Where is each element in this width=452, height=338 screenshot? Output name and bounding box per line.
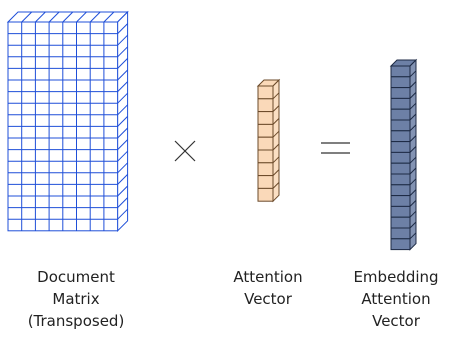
matrix-side-edge <box>117 104 128 116</box>
embedding-vector-cell <box>390 76 411 89</box>
matrix-top-edge <box>21 11 33 23</box>
attention-vector-side-edge <box>272 143 280 151</box>
attention-vector-cell <box>257 149 274 164</box>
attention-vector-cell <box>257 162 274 177</box>
embedding-vector-side-edge <box>409 102 417 110</box>
attention-caption-line-2: Vector <box>244 290 292 308</box>
equals-operator <box>321 142 350 154</box>
attention-vector-cell <box>257 175 274 189</box>
embedding-vector-cell <box>390 216 411 229</box>
matrix-side-edge <box>117 150 128 162</box>
embedding-caption: Embedding Attention Vector <box>344 266 448 332</box>
embedding-vector-cell <box>390 87 411 99</box>
embedding-vector-side-edge <box>409 124 417 132</box>
attention-vector <box>256 78 281 203</box>
matrix-top-edge <box>103 11 115 23</box>
matrix-caption: Document Matrix (Transposed) <box>8 266 144 332</box>
matrix-top-edge <box>89 11 101 23</box>
embedding-vector-side-edge <box>409 70 417 78</box>
embedding-vector-cell <box>390 195 411 207</box>
attention-vector-side-edge <box>272 92 280 100</box>
embedding-vector-side-edge <box>409 81 417 88</box>
attention-vector-side-edge <box>272 118 280 125</box>
attention-vector-side-edge <box>272 182 280 189</box>
matrix-side-edge <box>117 69 128 81</box>
embedding-attention-vector <box>389 58 418 251</box>
embedding-vector-cell <box>390 205 411 218</box>
matrix-side-edge <box>117 58 128 69</box>
embedding-vector-cell <box>390 108 411 121</box>
attention-vector-cell <box>257 111 274 125</box>
embedding-vector-cell <box>390 151 411 164</box>
matrix-side-edge <box>117 185 128 197</box>
attention-vector-cell <box>257 187 274 202</box>
matrix-caption-line-1: Document <box>37 268 115 286</box>
embedding-vector-cell <box>390 97 411 110</box>
embedding-vector-side-edge <box>409 167 417 175</box>
embedding-vector-side-edge <box>409 135 417 142</box>
matrix-side-edge <box>117 92 128 104</box>
embedding-caption-line-3: Vector <box>372 312 420 330</box>
matrix-top-edge <box>48 11 60 23</box>
matrix-caption-line-2: Matrix <box>52 290 100 308</box>
document-matrix <box>6 10 129 233</box>
embedding-vector-cell <box>390 130 411 143</box>
embedding-vector-cell <box>390 184 411 197</box>
attention-vector-side-edge <box>272 105 280 112</box>
matrix-side-edge <box>117 127 128 139</box>
embedding-vector-side-edge <box>409 210 417 218</box>
embedding-vector-side-edge <box>409 221 417 229</box>
embedding-vector-side-edge <box>409 113 417 121</box>
matrix-side-edge <box>117 46 128 58</box>
matrix-top-edge <box>62 11 74 23</box>
matrix-side-edge <box>117 34 128 46</box>
embedding-vector-side-edge <box>409 92 417 99</box>
attention-vector-cell <box>257 136 274 151</box>
matrix-caption-line-3: (Transposed) <box>27 312 125 330</box>
matrix-side-edge <box>117 197 128 208</box>
embedding-vector-side-edge <box>409 232 417 240</box>
matrix-side-edge <box>117 174 128 185</box>
matrix-side-edge <box>117 116 128 127</box>
embedding-vector-cell <box>390 65 411 78</box>
embedding-caption-line-1: Embedding <box>353 268 439 286</box>
embedding-vector-cell <box>390 162 411 175</box>
embedding-vector-side-edge <box>409 156 417 164</box>
embedding-vector-side-edge <box>409 200 417 207</box>
matrix-top-edge <box>76 11 87 23</box>
attention-vector-side-edge <box>272 130 280 138</box>
attention-vector-cell <box>257 98 274 113</box>
matrix-side-edge <box>117 162 128 174</box>
embedding-vector-cell <box>390 227 411 240</box>
embedding-vector-cell <box>390 173 411 186</box>
matrix-side-edge <box>117 23 128 34</box>
attention-vector-cell <box>257 123 274 138</box>
matrix-side-edge <box>117 81 128 92</box>
attention-caption: Attention Vector <box>216 266 320 310</box>
attention-vector-cell <box>257 85 274 100</box>
multiply-stroke <box>174 140 196 162</box>
embedding-vector-cell <box>390 238 411 251</box>
matrix-top-edge <box>35 11 46 23</box>
embedding-vector-side-edge <box>409 146 417 153</box>
embedding-vector-side-edge <box>409 189 417 196</box>
attention-vector-side-edge <box>272 156 280 164</box>
embedding-vector-side-face <box>409 58 417 251</box>
embedding-vector-cell <box>390 119 411 132</box>
embedding-vector-side-edge <box>409 178 417 186</box>
attention-caption-line-1: Attention <box>233 268 303 286</box>
attention-vector-side-edge <box>272 169 280 176</box>
embedding-caption-line-2: Attention <box>361 290 431 308</box>
matrix-side-edge <box>117 208 128 220</box>
embedding-vector-cell <box>390 141 411 153</box>
matrix-side-edge <box>117 139 128 150</box>
multiply-operator <box>174 140 196 162</box>
